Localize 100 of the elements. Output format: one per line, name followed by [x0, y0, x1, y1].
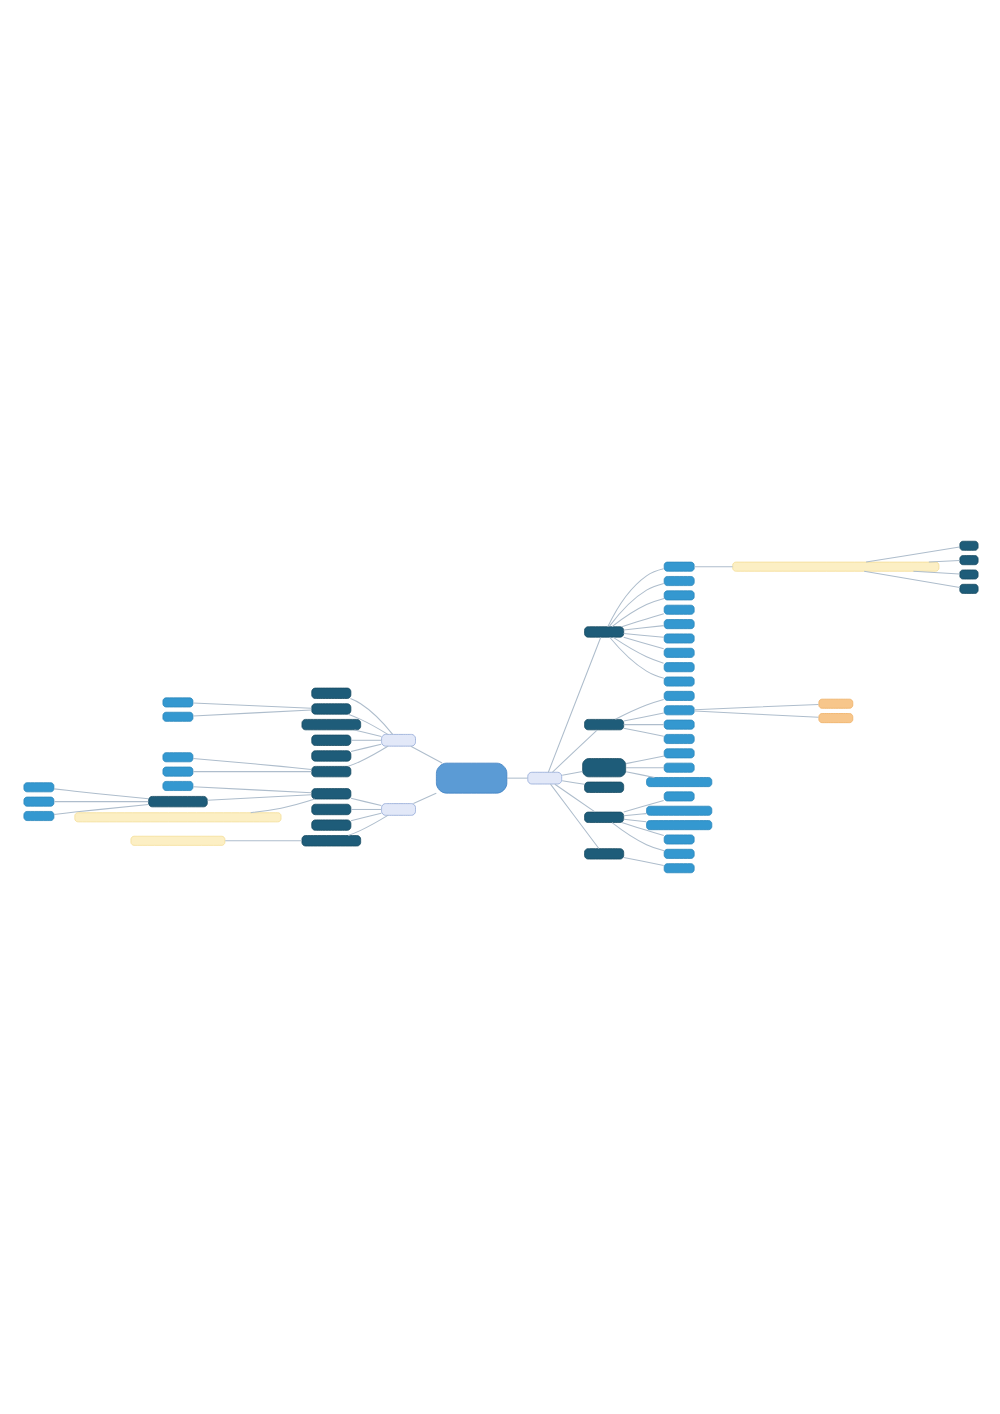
node-box: [22, 782, 54, 793]
node-box: [662, 834, 694, 845]
node-box: [310, 734, 351, 746]
node-box: [662, 590, 694, 601]
node-box: [958, 569, 978, 580]
node-box: [662, 633, 694, 644]
connector: [624, 755, 664, 765]
node-box: [161, 766, 193, 777]
node-box: [662, 619, 694, 630]
connector: [622, 636, 664, 650]
node-box: [380, 734, 415, 747]
node-box: [662, 662, 694, 673]
node-box: [662, 734, 694, 744]
connector: [693, 703, 818, 711]
node-box: [581, 758, 626, 778]
connector: [191, 786, 311, 794]
node-box: [662, 690, 694, 701]
connector: [349, 808, 381, 810]
connector: [693, 566, 733, 568]
connector: [622, 818, 646, 823]
connector: [693, 710, 818, 718]
node-box: [662, 647, 694, 658]
connector: [546, 636, 601, 773]
node-box: [662, 848, 694, 859]
connector: [622, 724, 664, 726]
connector: [620, 613, 664, 628]
connector: [349, 812, 381, 822]
connector: [52, 803, 149, 815]
connector: [927, 560, 959, 563]
connector: [620, 822, 664, 836]
node-box: [380, 803, 415, 816]
connector: [551, 729, 597, 773]
connector: [191, 709, 311, 717]
node-box: [147, 796, 207, 808]
node-box: [22, 796, 54, 807]
node-box: [731, 561, 939, 572]
connector: [52, 801, 148, 803]
node-box: [161, 752, 193, 763]
node-box: [662, 676, 694, 687]
node-box: [645, 820, 712, 831]
connector: [608, 636, 664, 679]
node-box: [645, 777, 712, 787]
connector: [610, 822, 664, 852]
node-box: [662, 604, 694, 615]
connector: [548, 783, 599, 850]
connector: [622, 625, 664, 631]
connector: [560, 770, 582, 776]
connector: [622, 813, 646, 817]
connector: [52, 788, 149, 800]
node-box: [300, 719, 361, 731]
node-box: [817, 698, 853, 709]
connector: [610, 597, 664, 628]
connector: [206, 794, 311, 801]
node-box: [310, 803, 351, 816]
node-box: [662, 576, 694, 586]
node-box: [310, 703, 351, 715]
connector: [346, 814, 388, 836]
node-box: [310, 819, 351, 831]
connector: [864, 546, 960, 563]
connector: [349, 739, 381, 741]
node-box: [310, 687, 351, 699]
node-box: [161, 711, 193, 722]
connector: [560, 780, 584, 785]
connector: [346, 745, 388, 767]
connector: [611, 636, 664, 664]
connector: [348, 698, 393, 735]
node-box: [817, 713, 853, 724]
connector: [622, 727, 664, 737]
connector: [349, 797, 381, 807]
connector: [624, 771, 654, 778]
node-box: [662, 719, 694, 730]
connector: [624, 767, 664, 769]
node-box: [958, 583, 978, 594]
connector: [191, 771, 311, 773]
node-box: [22, 811, 54, 821]
node-box: [526, 771, 562, 785]
node-box: [662, 791, 694, 802]
connector: [862, 570, 960, 589]
connector: [352, 729, 381, 737]
node-box: [310, 788, 351, 800]
connector: [606, 568, 664, 628]
node-box: [662, 748, 694, 759]
node-box: [958, 540, 978, 551]
connector: [553, 783, 595, 813]
connector: [223, 840, 302, 842]
node-box: [435, 762, 507, 794]
node-box: [662, 762, 694, 773]
node-box: [310, 766, 351, 778]
node-box: [958, 555, 978, 566]
connector: [608, 583, 664, 627]
connector: [249, 798, 315, 814]
connector: [191, 702, 311, 709]
node-box: [300, 835, 361, 847]
node-box: [73, 812, 281, 823]
node-box: [310, 750, 351, 762]
node-box: [662, 561, 694, 572]
connector: [346, 713, 388, 735]
connector: [622, 856, 664, 866]
connector: [349, 743, 381, 752]
connector: [622, 800, 664, 813]
